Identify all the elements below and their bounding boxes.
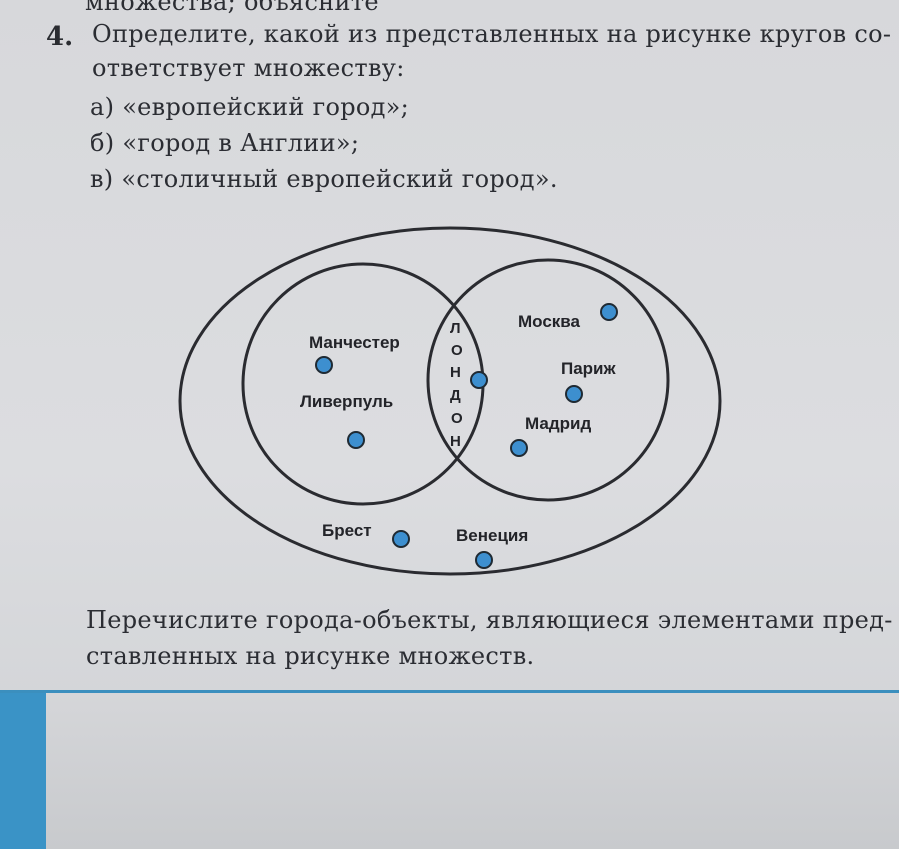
label-moscow: Москва [518,312,581,331]
dot-venice [475,551,493,569]
answer-area [0,693,899,849]
dot-brest [392,530,410,548]
cut-off-text: множества; объясните [85,0,379,16]
task-text-line2: ставленных на рисунке множеств. [86,642,535,670]
option-b: б) «город в Англии»; [90,129,360,157]
circle-capitals [426,258,670,502]
dot-paris [565,385,583,403]
london-letter-3: Н [450,364,461,381]
question-text-line2: ответствует множеству: [92,54,405,82]
option-a: а) «европейский город»; [90,93,410,121]
label-liverpool: Ливерпуль [300,392,393,411]
london-letter-2: О [451,342,463,359]
dot-moscow [600,303,618,321]
london-letter-6: Н [450,433,461,450]
london-letter-4: Д [450,387,461,404]
label-madrid: Мадрид [525,414,591,433]
option-c: в) «столичный европейский город». [90,165,558,193]
label-manchester: Манчестер [309,333,400,352]
divider-line [0,690,899,693]
outer-ellipse-europe [178,226,722,576]
task-text-line1: Перечислите города-объекты, являющиеся э… [86,606,893,634]
question-number: 4. [46,22,74,52]
dot-liverpool [347,431,365,449]
dot-madrid [510,439,528,457]
dot-london [470,371,488,389]
london-letter-1: Л [450,320,461,337]
question-text-line1: Определите, какой из представленных на р… [92,20,892,48]
label-brest: Брест [322,521,372,540]
london-letter-5: О [451,410,463,427]
label-venice: Венеция [456,526,528,545]
label-paris: Париж [561,359,617,378]
circle-england [241,262,485,506]
dot-manchester [315,356,333,374]
page-margin-tab [0,693,46,849]
